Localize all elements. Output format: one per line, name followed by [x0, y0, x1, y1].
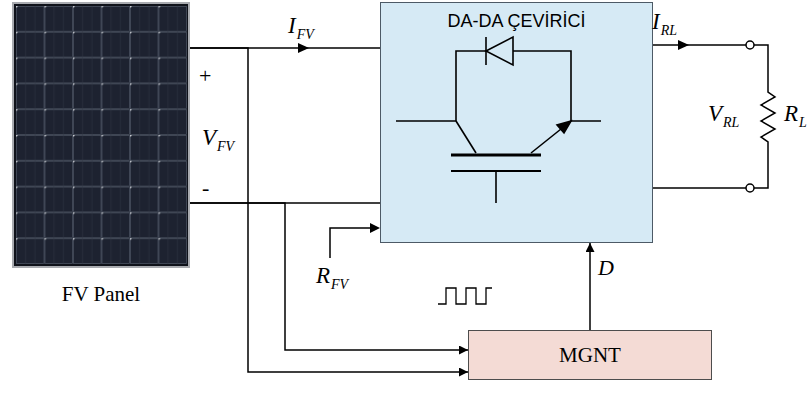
current-arrow [678, 40, 689, 50]
rfv-wire [330, 228, 372, 258]
current-label: IFV [288, 12, 314, 42]
voltage-label: VRL [708, 100, 739, 130]
terminal [746, 41, 754, 49]
pwm-pulse [438, 288, 492, 304]
signal-label: D [598, 256, 614, 280]
signal-label: RFV [316, 262, 348, 292]
converter-box: DA-DA ÇEVİRİCİ [380, 2, 653, 243]
pv-panel-illustration [12, 2, 190, 268]
terminal-sign: + [199, 64, 211, 88]
connector [589, 243, 591, 330]
node-title: DA-DA ÇEVİRİCİ [381, 11, 652, 32]
node-title: MGNT [559, 343, 621, 368]
resistor-label: RL [784, 100, 807, 130]
node-title: FV Panel [12, 282, 190, 307]
terminal-sign: - [202, 176, 209, 200]
current-label: IRL [652, 8, 677, 38]
switch-symbol [381, 3, 636, 244]
voltage-label: VFV [202, 124, 234, 154]
pv-panel: FV Panel [12, 2, 190, 268]
arrowhead [370, 223, 380, 233]
resistor-symbol [754, 45, 775, 188]
terminal [746, 184, 754, 192]
mppt-box: MGNT [468, 330, 712, 380]
